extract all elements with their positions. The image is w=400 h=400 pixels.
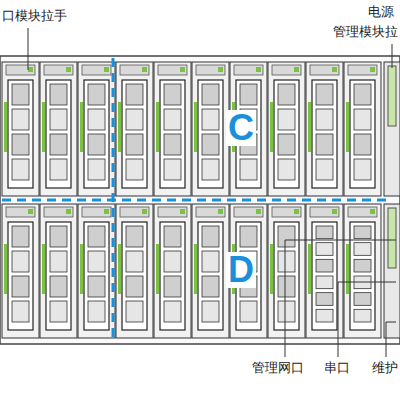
interface-module — [306, 62, 343, 196]
interface-module — [2, 204, 39, 338]
power-module — [384, 62, 400, 196]
interface-module — [344, 204, 381, 338]
interface-module — [78, 204, 115, 338]
part-label: 电源 — [368, 4, 394, 20]
part-label: 口模块拉手 — [2, 8, 67, 24]
part-label: 维护 — [372, 360, 398, 376]
module-handle — [388, 66, 396, 126]
interface-module — [154, 62, 191, 196]
interface-module — [192, 62, 229, 196]
chassis-frame — [0, 56, 400, 344]
part-label: 串口 — [324, 360, 350, 376]
interface-module — [268, 62, 305, 196]
divider-line — [2, 199, 392, 202]
interface-module — [78, 62, 115, 196]
region-letter: C — [226, 110, 256, 146]
interface-module — [40, 62, 77, 196]
leader-line — [28, 28, 29, 70]
interface-module — [154, 204, 191, 338]
interface-module — [268, 204, 305, 338]
leader-line — [285, 240, 396, 357]
interface-module — [192, 204, 229, 338]
power-module — [384, 204, 400, 338]
region-letter: D — [226, 252, 256, 288]
leader-line — [338, 282, 396, 357]
leader-line — [392, 44, 393, 68]
interface-module — [2, 62, 39, 196]
leader-line — [386, 322, 396, 357]
interface-module — [116, 204, 153, 338]
module-handle — [388, 208, 396, 268]
interface-module — [116, 62, 153, 196]
interface-module — [40, 204, 77, 338]
part-label: 管理网口 — [252, 360, 304, 376]
interface-module — [306, 204, 343, 338]
part-label: 管理模块拉 — [333, 24, 398, 40]
interface-module — [344, 62, 381, 196]
